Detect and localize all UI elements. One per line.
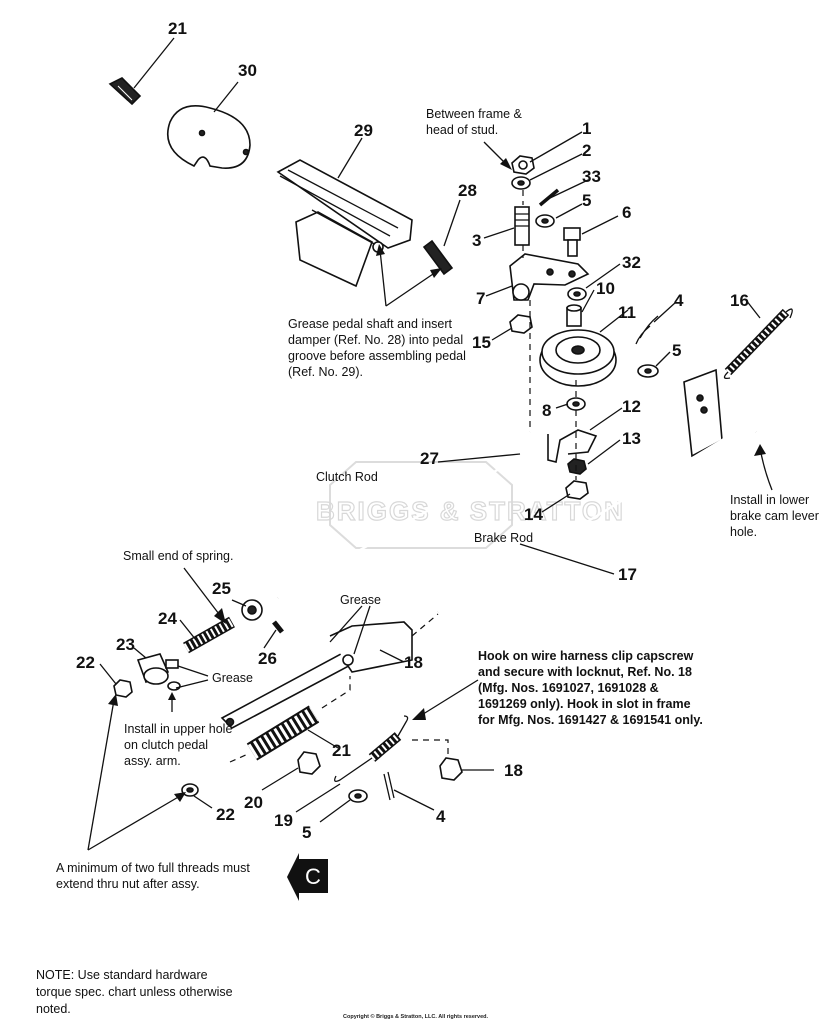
bolt-31 xyxy=(108,77,142,106)
part-number: 3 xyxy=(472,231,481,250)
washer-32 xyxy=(567,287,587,301)
nut-20 xyxy=(297,751,321,775)
bracket-11 xyxy=(547,429,598,463)
torque-note: NOTE: Use standard hardware torque spec.… xyxy=(36,968,233,1016)
part-number: 14 xyxy=(524,505,543,524)
part-number: 29 xyxy=(354,121,373,140)
part-number: 5 xyxy=(672,341,681,360)
part-number: 30 xyxy=(238,61,257,80)
bolt-6 xyxy=(563,227,581,257)
part-number: 27 xyxy=(420,449,439,468)
clutch-rod-27 xyxy=(277,431,532,600)
part-number: 15 xyxy=(472,333,491,352)
brake-rod-16 xyxy=(437,424,758,614)
part-number: 25 xyxy=(212,579,231,598)
bracket-7 xyxy=(509,253,590,301)
stud-3 xyxy=(514,206,530,246)
part-26 xyxy=(272,620,284,634)
pulley-10 xyxy=(539,329,617,387)
min-threads-note: A minimum of two full threads must exten… xyxy=(56,861,250,891)
part-number: 23 xyxy=(116,635,135,654)
part-number: 33 xyxy=(582,167,601,186)
part-number: 1 xyxy=(582,119,591,138)
nut-13 xyxy=(565,480,589,500)
assembly-line-brake xyxy=(411,613,439,637)
plate-30 xyxy=(166,105,251,169)
nut-14 xyxy=(509,314,533,334)
part-number: 22 xyxy=(76,653,95,672)
spring-15 xyxy=(723,308,793,380)
grease-top-label: Grease xyxy=(340,593,381,607)
nut-22a xyxy=(113,679,133,698)
bushing-25 xyxy=(241,599,263,621)
washer-5c xyxy=(348,789,368,803)
part-number: 24 xyxy=(158,609,177,628)
washer-2 xyxy=(511,176,531,190)
part-number: 16 xyxy=(730,291,749,310)
washer-22b xyxy=(181,783,199,797)
part-number: 10 xyxy=(596,279,615,298)
part-number: 7 xyxy=(476,289,485,308)
install-upper-note: Install in upper hole on clutch pedal as… xyxy=(124,722,233,768)
pin-33 xyxy=(538,188,560,207)
clutch-rod-label: Clutch Rod xyxy=(316,470,378,484)
hook-note: Hook on wire harness clip capscrew and s… xyxy=(478,649,703,727)
connector-23 xyxy=(136,653,181,691)
part-number: 4 xyxy=(436,807,446,826)
spring-19 xyxy=(334,715,409,782)
install-lower-note: Install in lower brake cam lever hole. xyxy=(730,493,819,539)
part-number: 11 xyxy=(618,303,636,322)
part-number: 18 xyxy=(404,653,423,672)
washer-5a xyxy=(535,214,555,228)
part-number: 32 xyxy=(622,253,641,272)
pedal-29 xyxy=(276,159,413,288)
part-number: 17 xyxy=(618,565,637,584)
spacer-9 xyxy=(566,304,582,327)
washer-5b xyxy=(637,364,659,378)
part-number: 20 xyxy=(244,793,263,812)
watermark-text: BRIGGS & STRATTON xyxy=(316,496,625,526)
spring-21 xyxy=(246,705,320,761)
cotter-pin-4a xyxy=(635,315,659,345)
part-number: 21 xyxy=(168,19,187,38)
damper-28 xyxy=(422,239,454,276)
copyright: Copyright © Briggs & Stratton, LLC. All … xyxy=(343,1014,489,1020)
washer-8 xyxy=(566,397,586,411)
part-number: 6 xyxy=(622,203,631,222)
part-number: 21 xyxy=(332,741,351,760)
spring-24 xyxy=(183,616,235,654)
nut-12 xyxy=(567,458,587,475)
nut-18 xyxy=(439,757,463,781)
part-number: 12 xyxy=(622,397,641,416)
grease-pedal-note: Grease pedal shaft and insert damper (Re… xyxy=(288,317,466,379)
part-number: 8 xyxy=(542,401,551,420)
section-badge: C xyxy=(287,849,329,910)
nut-1 xyxy=(511,155,535,175)
assembly-line-center xyxy=(522,190,531,430)
part-number: 2 xyxy=(582,141,591,160)
brake-rod-label: Brake Rod xyxy=(474,531,534,545)
part-number: 5 xyxy=(582,191,591,210)
part-number: 28 xyxy=(458,181,477,200)
part-number: 19 xyxy=(274,811,293,830)
badge-letter: C xyxy=(305,864,321,889)
part-number: 13 xyxy=(622,429,641,448)
between-frame-note: Between frame & head of stud. xyxy=(426,107,522,137)
part-number: 18 xyxy=(504,761,523,780)
grease-side-label: Grease xyxy=(212,671,253,685)
part-number: 22 xyxy=(216,805,235,824)
pedal-arm-17 xyxy=(220,621,413,729)
part-number: 26 xyxy=(258,649,277,668)
small-end-note: Small end of spring. xyxy=(123,549,234,563)
part-number: 5 xyxy=(302,823,311,842)
part-number: 4 xyxy=(674,291,684,310)
watermark-logo: BRIGGS & STRATTON xyxy=(315,461,625,549)
cotter-pin-4b xyxy=(383,771,395,801)
